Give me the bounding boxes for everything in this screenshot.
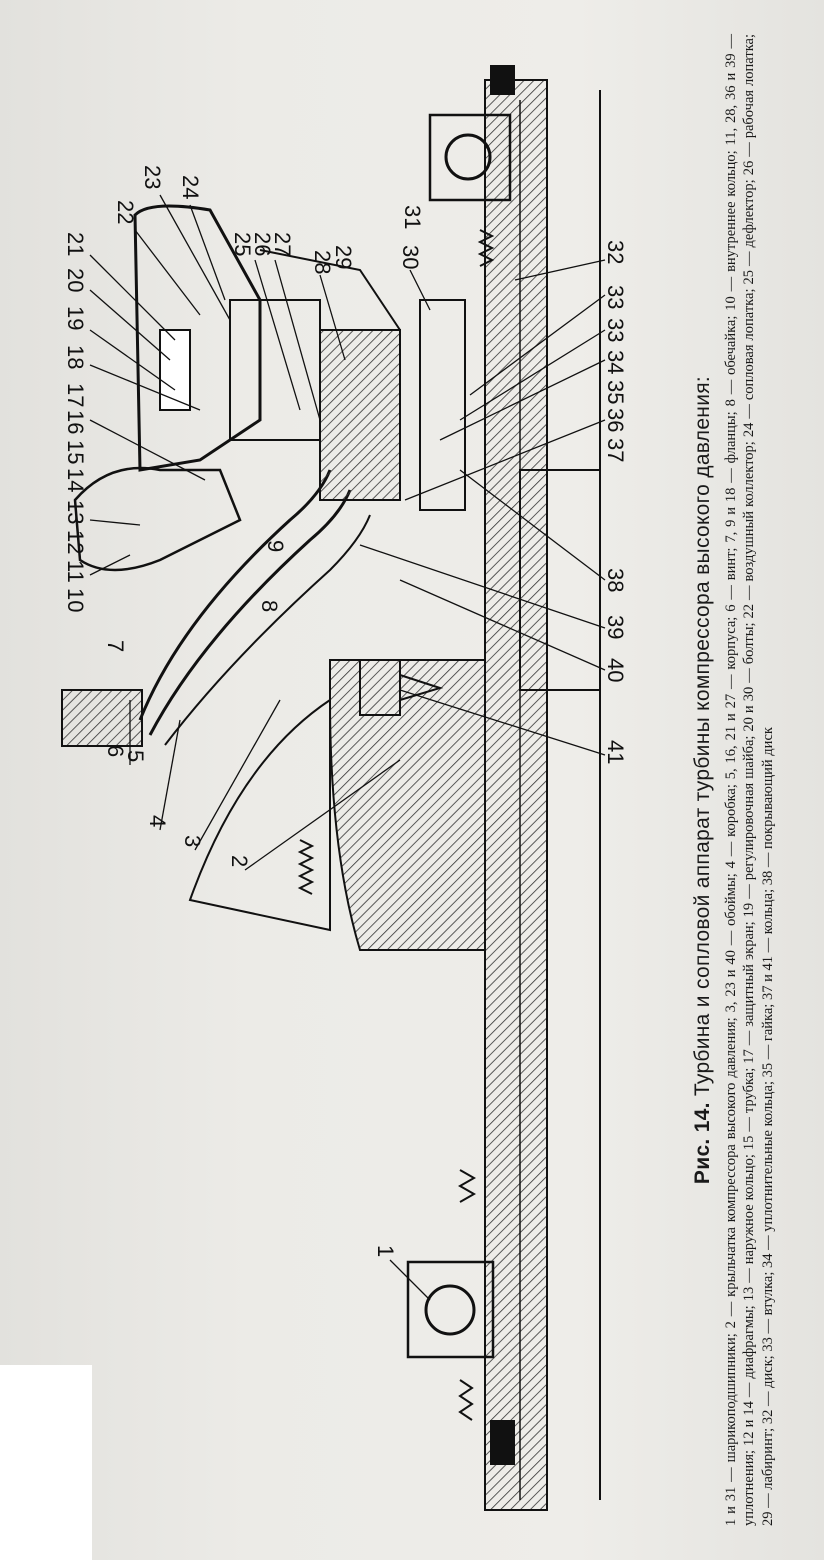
callout-37: 37 xyxy=(603,438,628,462)
callout-17: 17 xyxy=(63,383,88,407)
seals-upper xyxy=(477,65,515,267)
compressor-casing xyxy=(61,469,371,747)
callout-33b: 33 xyxy=(603,318,628,342)
callout-19: 19 xyxy=(63,306,88,330)
seals-lower xyxy=(457,1169,515,1465)
callout-23: 23 xyxy=(140,165,165,189)
callout-33a: 33 xyxy=(603,285,628,309)
callout-labels: 22 23 24 21 20 19 18 17 16 15 14 13 12 1… xyxy=(63,165,628,1257)
callout-10: 10 xyxy=(63,588,88,612)
callout-30: 30 xyxy=(398,245,423,269)
callout-41: 41 xyxy=(603,740,628,764)
callout-15: 15 xyxy=(63,440,88,464)
callout-26: 26 xyxy=(250,232,275,256)
callout-29: 29 xyxy=(331,245,356,269)
callout-6: 6 xyxy=(103,745,128,757)
callout-39: 39 xyxy=(603,615,628,639)
caption-legend: 1 и 31 — шарикоподшипники; 2 — крыльчатк… xyxy=(723,34,776,1526)
callout-27: 27 xyxy=(270,232,295,256)
callout-32: 32 xyxy=(603,240,628,264)
callout-3: 3 xyxy=(180,835,205,847)
callout-35: 35 xyxy=(603,380,628,404)
callout-24: 24 xyxy=(178,175,203,199)
callout-21: 21 xyxy=(63,232,88,256)
bolts xyxy=(359,299,466,716)
impeller-disk xyxy=(188,659,486,951)
callout-5: 5 xyxy=(123,750,148,762)
callout-4: 4 xyxy=(145,815,170,827)
callout-2: 2 xyxy=(227,855,252,867)
callout-28: 28 xyxy=(310,250,335,274)
figure-title: Турбина и сопловой аппарат турбины компр… xyxy=(691,375,714,1097)
callout-31: 31 xyxy=(400,205,425,229)
bearing-1 xyxy=(406,1260,495,1359)
figure-number: Рис. 14. xyxy=(691,1102,714,1185)
callout-22: 22 xyxy=(113,200,138,224)
callout-9: 9 xyxy=(263,540,288,552)
callout-11: 11 xyxy=(63,560,88,583)
callout-18: 18 xyxy=(63,345,88,369)
callout-38: 38 xyxy=(603,568,628,592)
callout-12: 12 xyxy=(63,530,88,554)
callout-25: 25 xyxy=(230,232,255,256)
main-shaft xyxy=(484,79,601,1511)
figure-caption: Рис. 14. Турбина и сопловой аппарат турб… xyxy=(690,30,777,1530)
nozzle-assembly xyxy=(73,204,401,572)
callout-34: 34 xyxy=(603,350,628,374)
callout-36: 36 xyxy=(603,408,628,432)
callout-1: 1 xyxy=(373,1245,398,1257)
callout-16: 16 xyxy=(63,410,88,434)
blank-corner xyxy=(0,1365,92,1560)
callout-8: 8 xyxy=(257,600,282,612)
leader-lines xyxy=(89,194,606,1301)
callout-20: 20 xyxy=(63,268,88,292)
callout-13: 13 xyxy=(63,500,88,524)
callout-14: 14 xyxy=(63,468,88,492)
bearing-31 xyxy=(428,113,512,202)
caption-title: Рис. 14. Турбина и сопловой аппарат турб… xyxy=(690,30,716,1530)
callout-40: 40 xyxy=(603,658,628,682)
callout-7: 7 xyxy=(103,640,128,652)
